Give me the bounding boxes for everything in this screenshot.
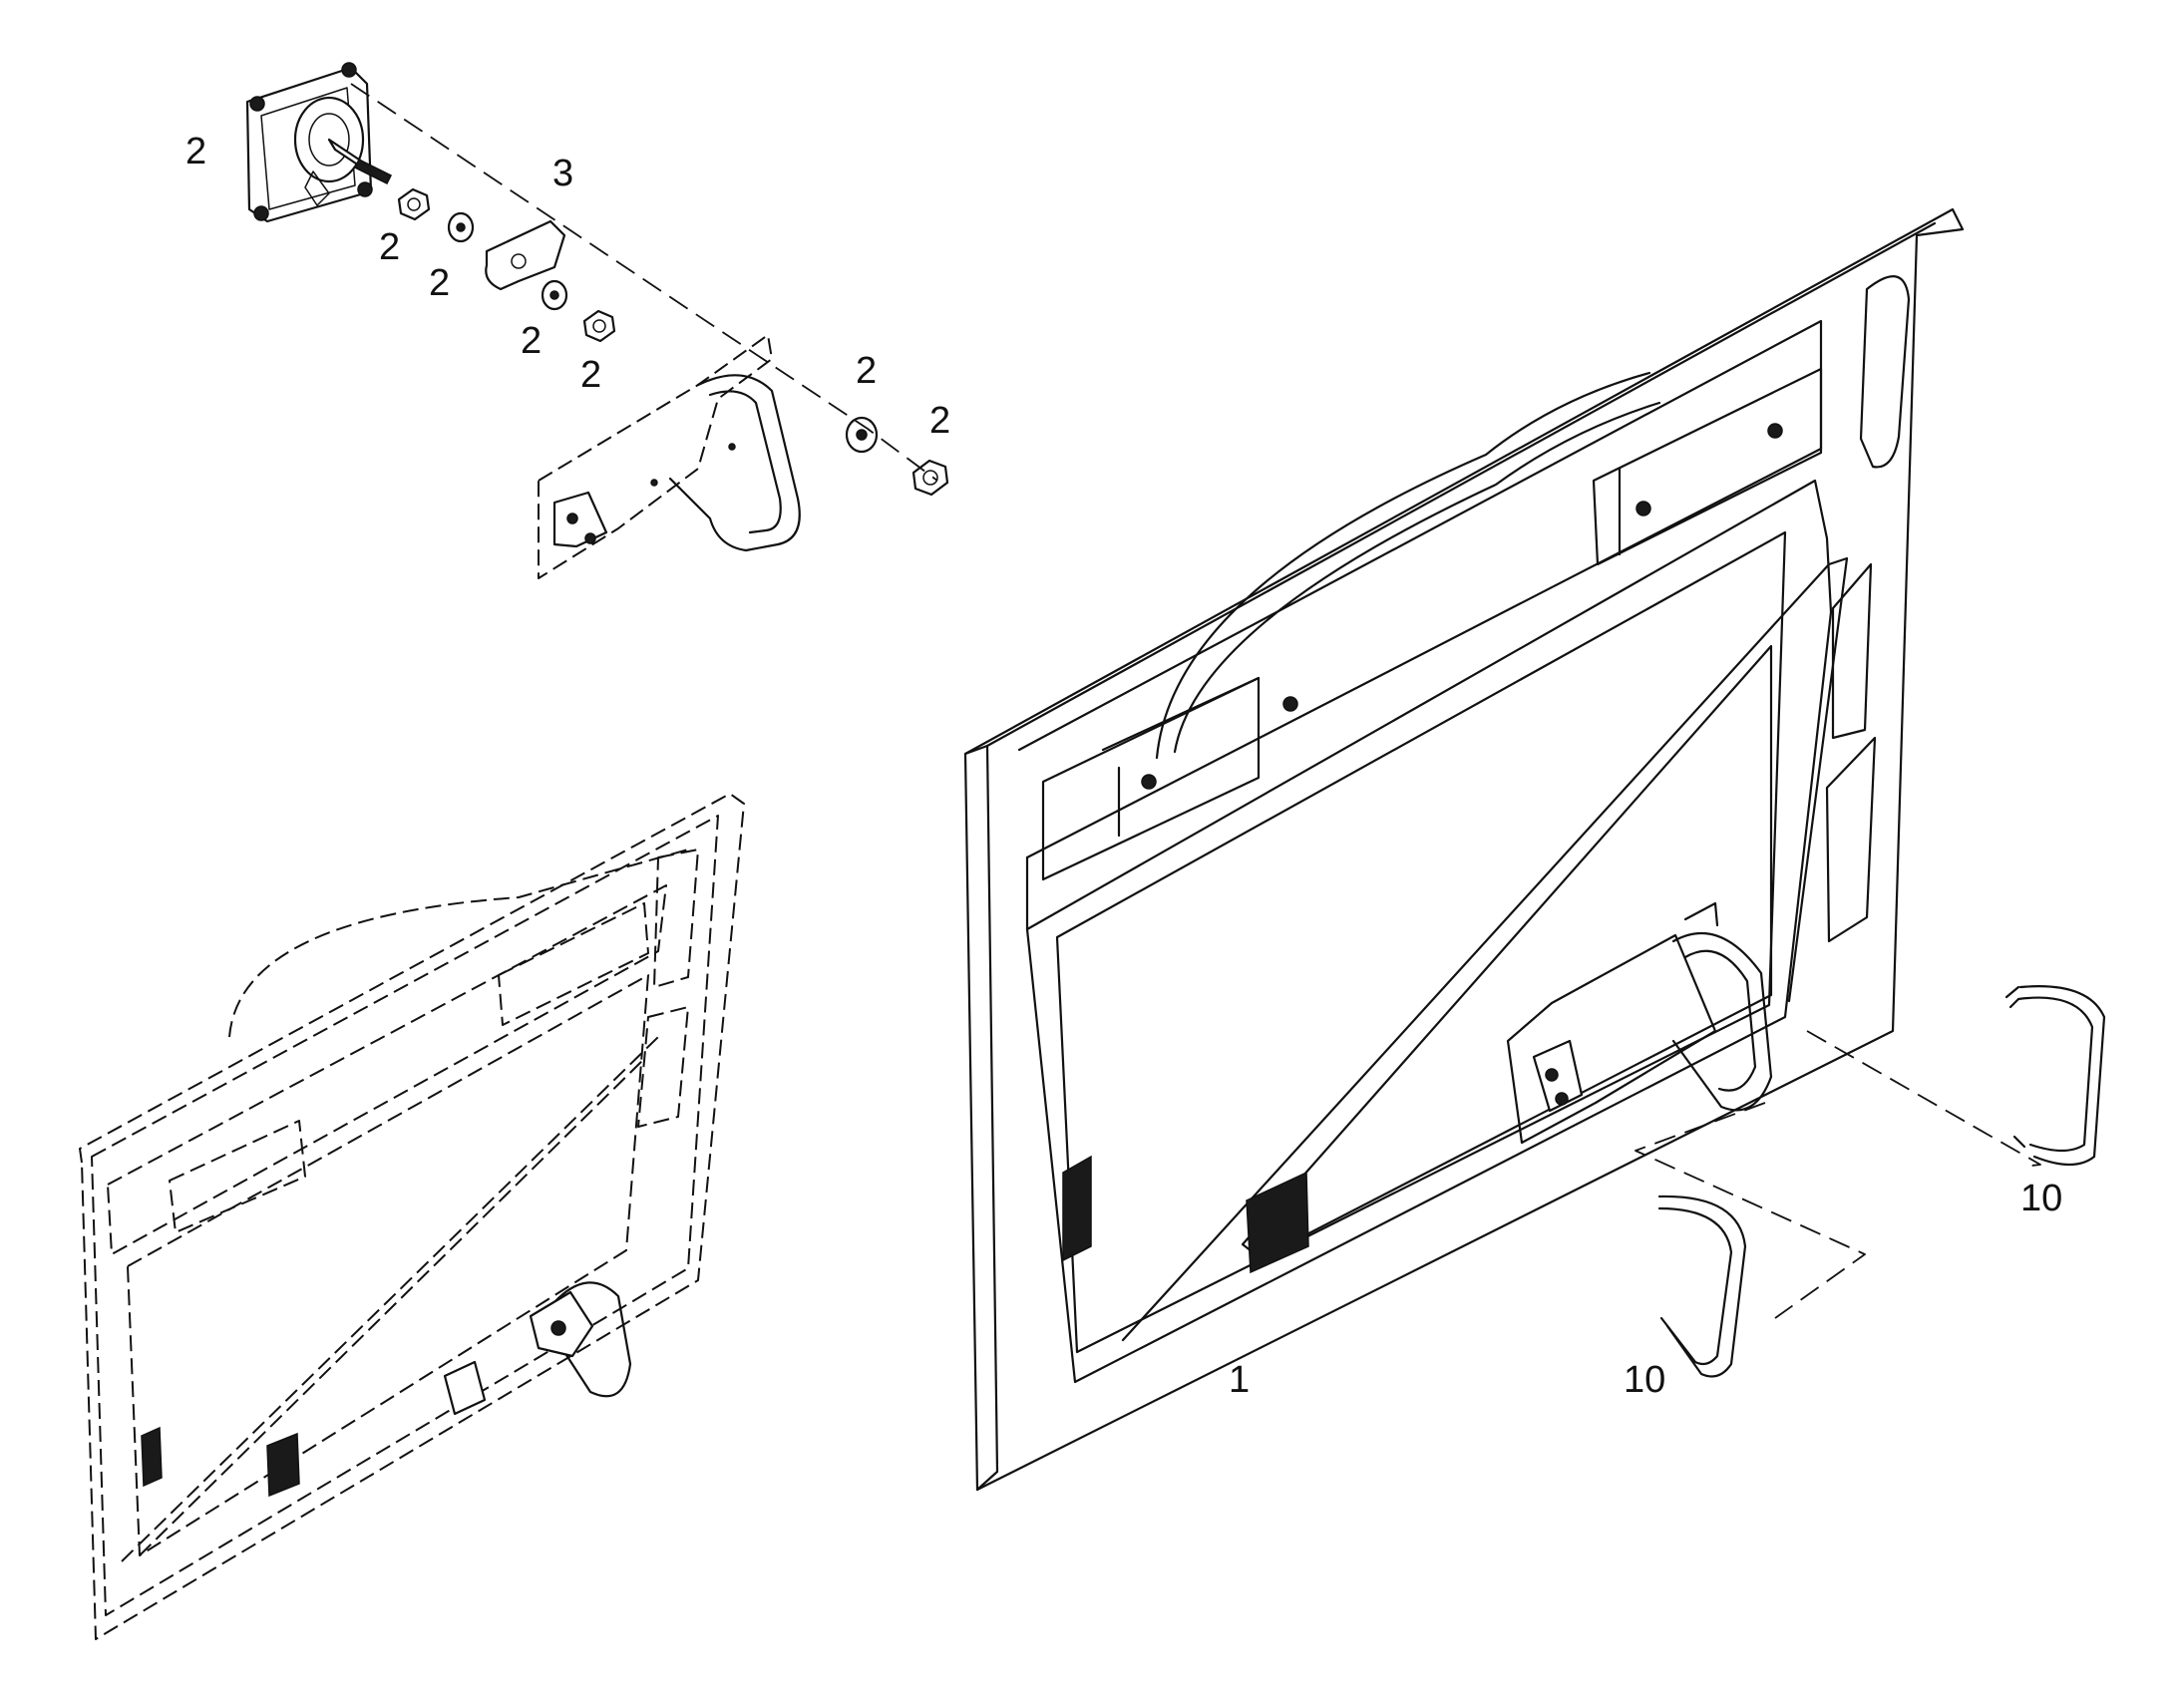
callout-2: 2 [185,131,206,172]
callout-3: 3 [552,153,573,194]
callout-10: 10 [1624,1359,1665,1401]
callout-2: 2 [429,262,450,304]
hinge-mount-detail [538,334,801,579]
lamp-assembly [245,62,393,223]
seal-part-10-center [1657,1195,1747,1378]
fastener-hardware [397,187,949,497]
ghost-door-panel [79,793,745,1640]
bracket-part-3 [485,219,566,291]
callouts: 2 3 2 2 2 2 2 2 1 10 10 [185,131,2062,1401]
seal-part-10-right [2004,985,2106,1167]
leader-line-top [350,83,938,482]
callout-2: 2 [856,350,877,392]
callout-1: 1 [1229,1359,1250,1401]
callout-2: 2 [521,320,542,362]
leader-line-seal-b [1635,1102,1866,1319]
callout-2: 2 [929,400,950,442]
leader-line-seal-a [1806,1030,2041,1168]
callout-2: 2 [379,226,400,268]
callout-10: 10 [2020,1178,2062,1219]
callout-2: 2 [580,354,601,396]
main-door-panel-part-1 [963,207,1965,1492]
